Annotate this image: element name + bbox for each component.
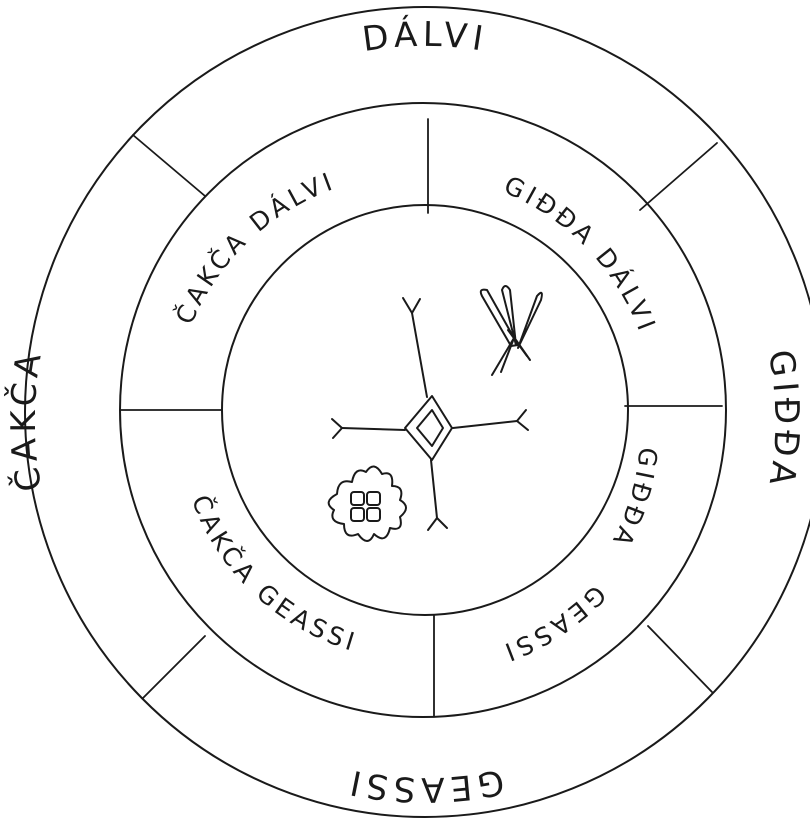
- outer-label-bottom: GEASSI: [342, 761, 507, 809]
- reed-bundle-icon: [481, 286, 542, 375]
- outer-divider-top-right: [640, 143, 717, 210]
- middle-label-top-right: GIĐĐA DÁLVI: [500, 170, 663, 337]
- antler-star-icon: [332, 298, 528, 530]
- outer-label-right: GIĐĐA: [760, 347, 807, 493]
- sun-icon: [329, 466, 406, 541]
- outer-label-left: ČAKČA: [3, 346, 51, 495]
- outer-label-top: DÁLVI: [360, 14, 491, 60]
- middle-label-top-left: ČAKČA DÁLVI: [169, 166, 340, 329]
- middle-label-bottom-left: ČAKČA GEASSI: [186, 490, 362, 657]
- outer-divider-bottom-left: [143, 636, 205, 698]
- inner-ring: [222, 205, 628, 615]
- middle-label-bottom-right-a: GIĐĐA: [606, 446, 663, 554]
- outer-divider-bottom-right: [648, 626, 712, 692]
- outer-divider-top-left: [133, 135, 205, 196]
